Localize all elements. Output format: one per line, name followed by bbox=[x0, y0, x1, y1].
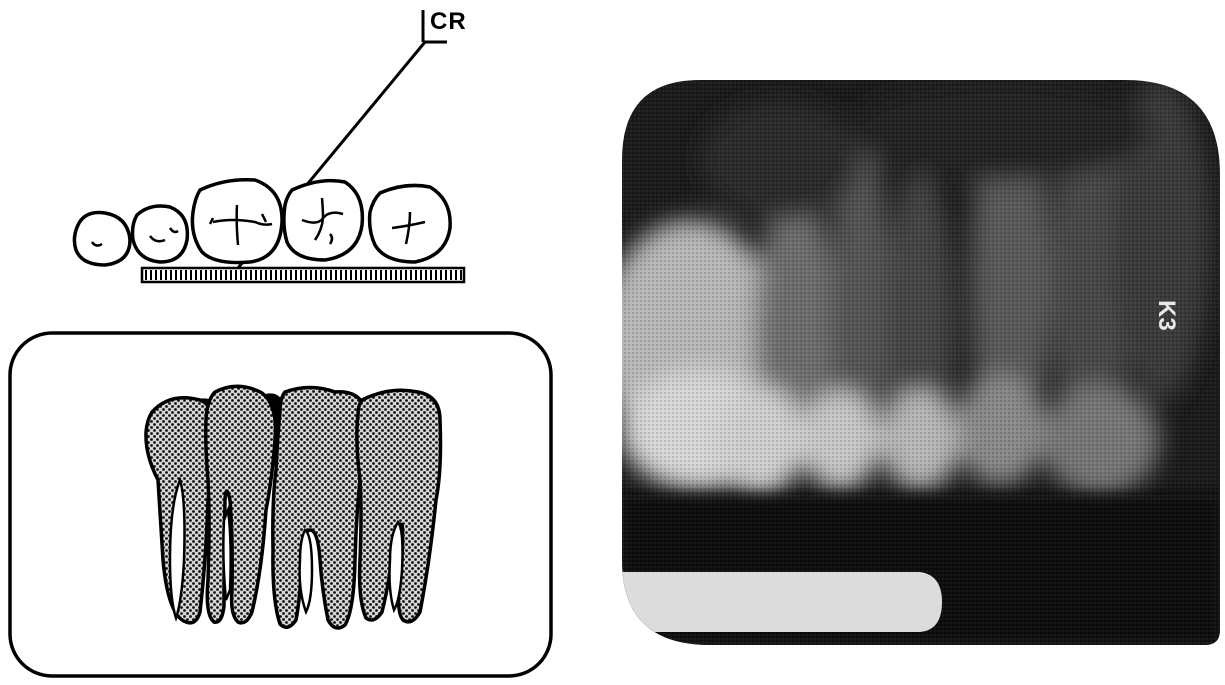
lateral-diagram bbox=[10, 333, 551, 676]
occlusal-tooth-1 bbox=[74, 213, 130, 266]
root-gap-2 bbox=[223, 510, 230, 600]
radiograph-film bbox=[600, 78, 1222, 648]
occlusal-tooth-2 bbox=[133, 206, 188, 262]
central-ray-label: CR bbox=[430, 8, 467, 36]
occlusal-view bbox=[74, 10, 464, 282]
root-gap-3 bbox=[300, 530, 312, 612]
film-bite-tab bbox=[622, 572, 942, 632]
film-marking-text: K3 bbox=[1152, 300, 1180, 331]
